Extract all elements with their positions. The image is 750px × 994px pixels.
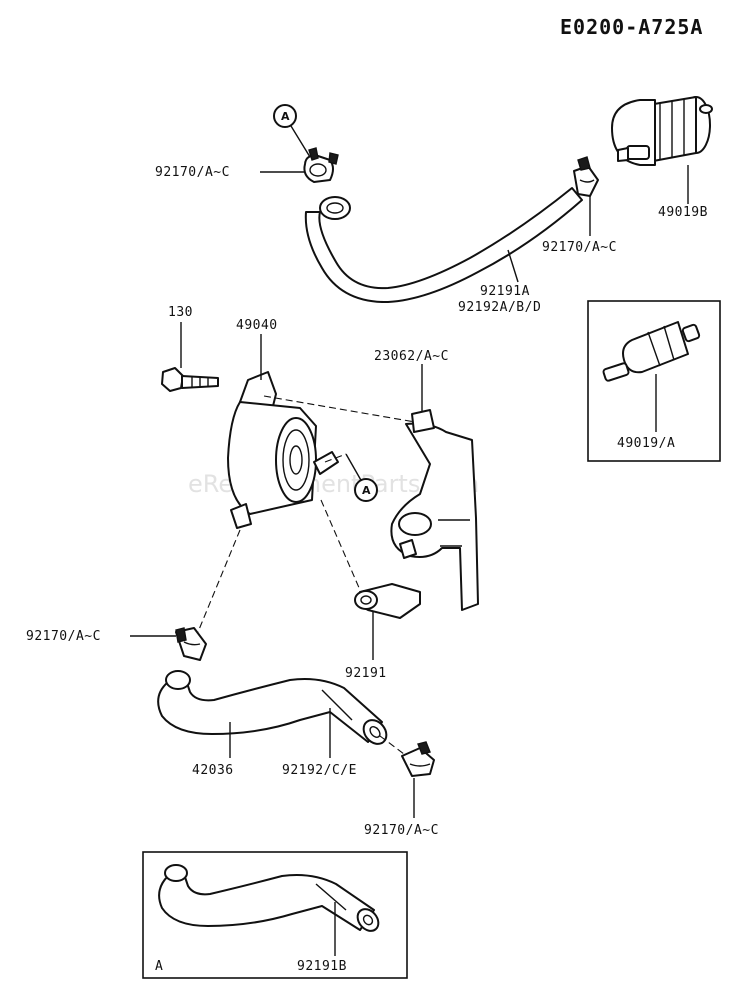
label-hose-lower: 42036	[192, 763, 234, 778]
clamp-top-left-drawing	[303, 147, 339, 183]
dashed-hose-clamp-line	[379, 735, 405, 755]
dashed-clamp-line	[197, 529, 241, 633]
label-cap: 92191	[345, 666, 387, 681]
cap-92191-drawing	[354, 583, 421, 619]
label-clamp-top-left: 92170/A~C	[155, 165, 230, 180]
label-hose-lower-alt: 92192/C/E	[282, 763, 357, 778]
callout-a-top-leader	[290, 125, 311, 158]
callout-a-mid-leader	[345, 453, 363, 483]
hose-42036-drawing	[157, 670, 388, 745]
label-hose-inset: 92191B	[297, 959, 347, 974]
bolt-130-drawing	[161, 367, 219, 392]
inset-box-a	[142, 851, 408, 979]
label-bracket: 23062/A~C	[374, 349, 449, 364]
leader-hose-top	[507, 249, 519, 283]
hose-92191b-drawing	[158, 864, 380, 932]
fuel-filter-49019a-drawing	[602, 321, 701, 382]
dashed-cap-line	[320, 499, 361, 591]
callout-a-top-circle	[273, 104, 297, 128]
label-clamp-top-right: 92170/A~C	[542, 240, 617, 255]
label-fuel-filter-alt: 49019/A	[617, 436, 675, 451]
callout-a-mid-circle	[354, 478, 378, 502]
label-hose-top-2: 92192A/B/D	[458, 300, 541, 315]
clamp-bottom-drawing	[401, 741, 435, 777]
label-fuel-pump: 49040	[236, 318, 278, 333]
label-clamp-pump: 92170/A~C	[26, 629, 101, 644]
bracket-23062-drawing	[390, 409, 479, 611]
label-bolt: 130	[168, 305, 193, 320]
callout-a-mid-label: A	[362, 484, 371, 497]
inset-a-letter: A	[155, 959, 163, 974]
inset-box-fuel-filter-alt	[587, 300, 721, 462]
hose-92191a-drawing	[304, 187, 583, 304]
label-clamp-bottom: 92170/A~C	[364, 823, 439, 838]
label-fuel-filter: 49019B	[658, 205, 708, 220]
clamp-pump-drawing	[175, 627, 207, 661]
fuel-pump-49040-drawing	[227, 371, 339, 529]
callout-a-top-label: A	[281, 110, 290, 123]
fuel-filter-49019b-drawing	[611, 96, 713, 166]
dashed-outlet-line	[324, 453, 347, 463]
label-hose-top-1: 92191A	[480, 284, 530, 299]
clamp-top-right-drawing	[573, 156, 599, 197]
dashed-bolt-line	[263, 395, 416, 423]
diagram-code: E0200-A725A	[560, 15, 703, 39]
